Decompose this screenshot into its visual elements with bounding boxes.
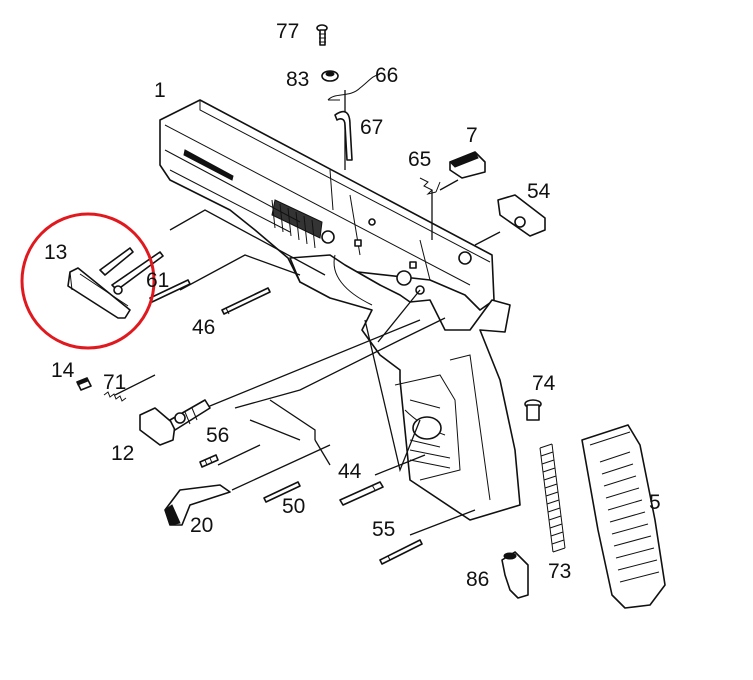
label-50: 50: [282, 495, 305, 518]
label-1: 1: [154, 79, 166, 102]
label-66: 66: [375, 64, 398, 87]
part-44-pin: [339, 481, 384, 506]
label-54: 54: [527, 180, 551, 203]
part-67-spring: [334, 110, 353, 161]
label-5: 5: [649, 491, 661, 514]
label-61: 61: [146, 269, 169, 292]
part-labels: 77 83 66 1 67 7 65 54 13 61 46 14 71 74 …: [44, 20, 661, 591]
label-86: 86: [466, 568, 489, 591]
part-50-pin: [263, 481, 301, 503]
part-55-pin: [379, 539, 423, 565]
part-65-spring: [419, 177, 441, 195]
label-74: 74: [532, 372, 556, 395]
label-46: 46: [192, 316, 215, 339]
label-65: 65: [408, 148, 431, 171]
label-13: 13: [44, 241, 67, 264]
part-66-spring: [327, 73, 381, 101]
part-73-spring: [539, 443, 566, 553]
label-7: 7: [466, 124, 478, 147]
part-74-cap: [524, 399, 542, 421]
label-14: 14: [51, 359, 75, 382]
part-14-plunger: [76, 377, 92, 391]
part-7-block: [449, 151, 486, 179]
part-54-catch: [497, 194, 546, 237]
part-12-lever: [139, 399, 211, 446]
frame-part-1: [159, 99, 521, 521]
label-71: 71: [103, 371, 126, 394]
part-20-trigger: [164, 484, 231, 526]
part-5-grip-panel: [581, 424, 666, 609]
label-12: 12: [111, 442, 134, 465]
label-44: 44: [338, 460, 362, 483]
label-55: 55: [372, 518, 395, 541]
part-46-pin: [221, 287, 271, 315]
label-56: 56: [206, 424, 229, 447]
label-77: 77: [276, 20, 299, 43]
highlight-circle: [20, 212, 156, 350]
label-67: 67: [360, 116, 383, 139]
label-73: 73: [548, 560, 571, 583]
part-56-pin: [199, 454, 219, 468]
part-77-screw: [316, 24, 328, 46]
label-20: 20: [190, 514, 213, 537]
part-83-washer: [321, 70, 339, 82]
part-71-spring: [103, 391, 127, 402]
leader-lines: [114, 90, 501, 536]
part-86-plunger: [501, 551, 529, 599]
label-83: 83: [286, 68, 309, 91]
